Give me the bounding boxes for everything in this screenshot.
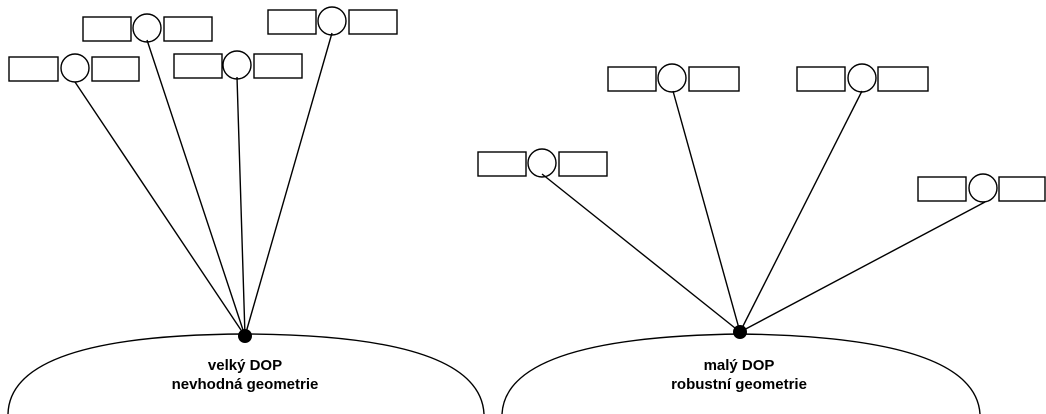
signal-line — [672, 90, 741, 333]
satellite — [173, 50, 303, 80]
signal-line — [236, 76, 246, 337]
signal-line — [739, 90, 863, 333]
satellite — [917, 173, 1046, 203]
receiver-dot-left — [238, 329, 252, 343]
caption-right-line2: robustní geometrie — [671, 376, 807, 393]
satellite — [796, 63, 929, 93]
signal-line — [244, 32, 333, 337]
signal-line — [541, 173, 741, 333]
caption-left-line2: nevhodná geometrie — [171, 376, 319, 393]
satellite — [82, 13, 213, 43]
satellite — [267, 6, 398, 36]
caption-left-line1: velký DOP — [207, 357, 283, 374]
signal-line — [146, 39, 246, 337]
caption-right: malý DOP robustní geometrie — [609, 356, 869, 394]
satellite — [477, 148, 608, 178]
satellite — [607, 63, 740, 93]
caption-right-line1: malý DOP — [703, 357, 775, 374]
caption-left: velký DOP nevhodná geometrie — [115, 356, 375, 394]
signal-line — [739, 201, 986, 333]
signal-line — [74, 81, 246, 337]
receiver-dot-right — [733, 325, 747, 339]
satellite — [8, 53, 140, 83]
